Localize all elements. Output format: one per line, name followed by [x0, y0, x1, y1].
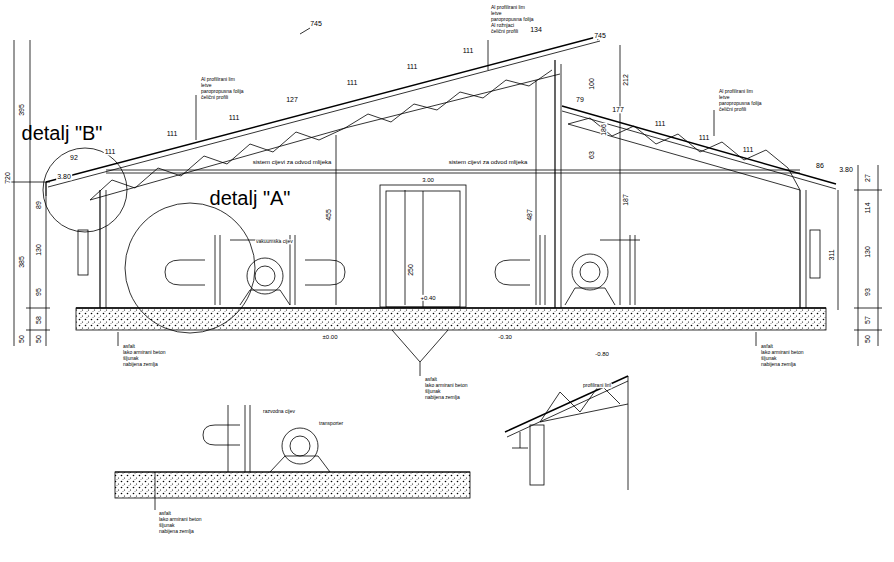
dimension-label: 111 — [166, 130, 179, 137]
annotation-label: Al profilirani lim — [718, 89, 754, 94]
annotation-label: lako armirani beton — [760, 350, 805, 355]
dimension-label: 86 — [815, 162, 825, 169]
dimension-label: -0.30 — [497, 334, 513, 340]
dimension-label: 100 — [588, 77, 595, 91]
dimension-label: 50 — [35, 334, 42, 344]
annotation-label: asfalt — [424, 377, 438, 382]
dimension-label: 250 — [407, 263, 414, 277]
annotation-label: čelični profili — [718, 107, 747, 112]
annotation-label: lako armirani beton — [122, 350, 167, 355]
dimension-label: 111 — [462, 47, 475, 54]
annotation-label: Al profilirani lim — [200, 77, 236, 82]
detail-title: detalj "A" — [209, 188, 292, 209]
dimension-label: 27 — [864, 173, 871, 183]
annotation-label: čelični profili — [200, 95, 229, 100]
annotation-label: vakuumska cijev — [255, 239, 294, 244]
dimension-label: -0.80 — [594, 351, 610, 357]
dimension-label: 89 — [35, 200, 42, 210]
annotation-label: nabijena zemlja — [424, 395, 461, 400]
dimension-label: 395 — [18, 103, 25, 117]
dimension-label: 187 — [622, 193, 629, 207]
dimension-label: 95 — [35, 287, 42, 297]
dimension-label: 186 — [600, 123, 607, 137]
annotation-label: šljunak — [760, 356, 778, 361]
annotation-label: asfalt — [122, 344, 136, 349]
annotation-label: paropropusna folija — [200, 89, 245, 94]
annotation-label: letve — [490, 11, 503, 16]
annotation-label: paropropusna folija — [718, 101, 763, 106]
dimension-label: 745 — [309, 20, 323, 27]
annotation-label: asfalt — [158, 511, 172, 516]
dimension-label: 92 — [69, 154, 79, 161]
dimension-label: 127 — [285, 96, 299, 103]
dimension-label: +0.40 — [419, 295, 436, 301]
dimension-label: 79 — [575, 96, 585, 103]
annotation-label: Al profilirani lim — [490, 5, 526, 10]
annotation-label: lako armirani beton — [424, 383, 469, 388]
annotation-label: transporter — [318, 421, 344, 426]
dimension-label: ±0.00 — [322, 334, 339, 340]
dimension-label: 487 — [526, 208, 533, 222]
dimension-label: 177 — [611, 106, 625, 113]
annotation-label: nabijena zemlja — [760, 362, 797, 367]
annotation-label: letve — [200, 83, 213, 88]
dimension-label: 63 — [588, 150, 595, 160]
dimension-label: 111 — [742, 146, 755, 153]
annotation-label: asfalt — [760, 344, 774, 349]
dimension-label: 111 — [698, 134, 711, 141]
annotation-label: sistem cijevi za odvod mlijeka — [252, 159, 333, 165]
annotation-label: profilirani lim — [582, 383, 612, 388]
dimension-label: 745 — [593, 32, 607, 39]
annotation-label: Al rožnjaci — [490, 23, 515, 28]
dimension-label: 50 — [18, 334, 25, 344]
dimension-label: 3.00 — [421, 177, 435, 183]
dimension-label: 111 — [104, 148, 117, 155]
dimension-label: 130 — [864, 245, 871, 259]
dimension-label: 134 — [529, 26, 543, 33]
detail-title: detalj "B" — [21, 123, 104, 144]
dimension-label: 111 — [406, 63, 419, 70]
annotation-label: šljunak — [122, 356, 140, 361]
dimension-label: 385 — [18, 255, 25, 269]
annotation-label: šljunak — [158, 523, 176, 528]
dimension-label: 114 — [864, 201, 871, 214]
annotation-label: šljunak — [424, 389, 442, 394]
dimension-label: 58 — [35, 315, 42, 325]
dimension-label: 111 — [654, 120, 667, 127]
dimension-label: 3.80 — [838, 166, 854, 173]
dimension-label: 130 — [35, 243, 42, 257]
dimension-label: 57 — [864, 315, 871, 325]
annotation-label: letve — [718, 95, 731, 100]
annotation-label: nabijena zemlja — [122, 362, 159, 367]
annotation-label: sistem cijevi za odvod mlijeka — [448, 159, 529, 165]
dimension-label: 720 — [4, 171, 11, 185]
annotation-label: lako armirani beton — [158, 517, 203, 522]
annotation-label: razvodna cijev — [262, 409, 296, 414]
dimension-label: 93 — [864, 287, 871, 297]
annotation-label: nabijena zemlja — [158, 529, 195, 534]
annotation-label: čelični profili — [490, 29, 519, 34]
dimension-label: 50 — [864, 334, 871, 344]
dimension-label: 3.80 — [56, 173, 72, 180]
dimension-label: 455 — [325, 208, 332, 222]
dimension-label: 111 — [228, 114, 241, 121]
dimension-label: 212 — [622, 73, 629, 87]
annotation-label: paropropusna folija — [490, 17, 535, 22]
dimension-label: 111 — [346, 79, 359, 86]
dimension-label: 311 — [828, 248, 835, 261]
